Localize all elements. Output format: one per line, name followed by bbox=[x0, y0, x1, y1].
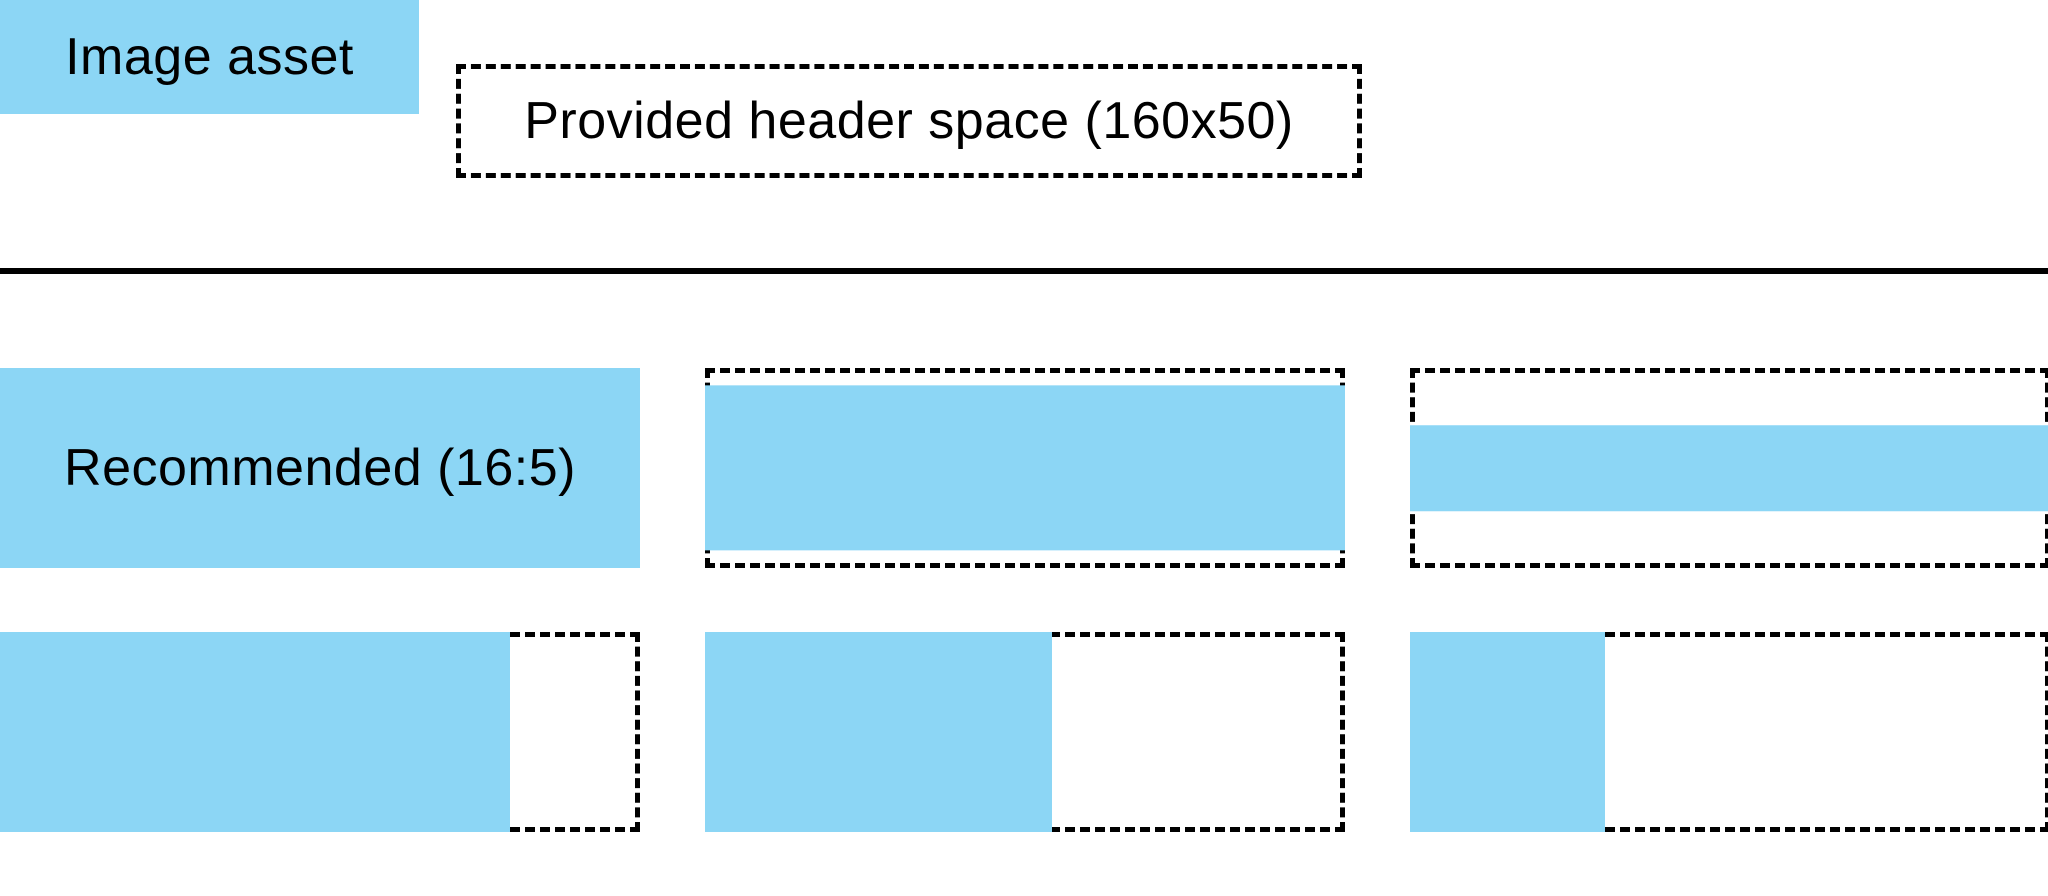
header-space-tile bbox=[0, 632, 640, 832]
legend-image-asset-swatch: Image asset bbox=[0, 0, 419, 114]
header-space-tile bbox=[1410, 632, 2048, 832]
legend-header-space-label: Provided header space (160x50) bbox=[524, 92, 1294, 150]
header-space-tile-recommended: Recommended (16:5) bbox=[0, 368, 640, 568]
legend-header-space-box: Provided header space (160x50) bbox=[456, 64, 1362, 178]
legend-image-asset-label: Image asset bbox=[65, 28, 354, 86]
header-space-tile bbox=[1410, 368, 2048, 568]
image-asset-fill bbox=[1410, 632, 1606, 832]
image-asset-fill bbox=[705, 385, 1345, 551]
image-asset-fill bbox=[1410, 425, 2048, 511]
header-space-tile bbox=[705, 632, 1345, 832]
header-space-tile bbox=[705, 368, 1345, 568]
section-divider bbox=[0, 268, 2048, 274]
image-asset-fill bbox=[705, 632, 1052, 832]
image-asset-fill bbox=[0, 368, 640, 568]
recommended-label-wrap: Recommended (16:5) bbox=[5, 373, 635, 563]
recommended-label: Recommended (16:5) bbox=[64, 439, 576, 497]
image-asset-fill bbox=[0, 632, 511, 832]
